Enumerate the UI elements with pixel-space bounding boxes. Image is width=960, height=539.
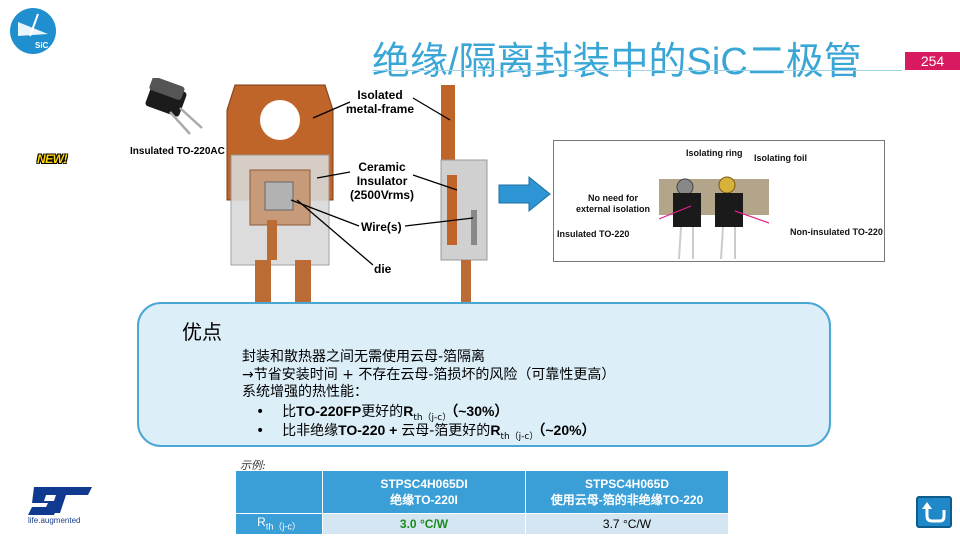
to220-cross-section-drawing xyxy=(226,84,488,305)
advantages-title: 优点 xyxy=(182,320,222,344)
new-badge: NEW! xyxy=(37,152,68,166)
return-button[interactable] xyxy=(916,496,952,528)
table-row-label: Rth（j-c） xyxy=(235,513,323,535)
bullet-dot: • xyxy=(256,423,265,439)
example-label: 示例: xyxy=(240,459,266,472)
photo-packages-image xyxy=(659,176,769,260)
return-arrow-icon xyxy=(922,502,946,523)
label-insulated-to220: Insulated TO-220 xyxy=(557,229,630,239)
sic-logo: SiC xyxy=(10,8,56,54)
table-corner-cell xyxy=(235,470,323,514)
label-non-insulated-to220: Non-insulated TO-220 xyxy=(790,227,883,237)
advantage-line-2: →节省安装时间 + 不存在云母-箔损坏的风险（可靠性更高） xyxy=(242,367,616,383)
advantages-panel xyxy=(137,302,831,447)
sic-logo-text: SiC xyxy=(35,41,49,50)
advantage-line-1: 封装和散热器之间无需使用云母-箔隔离 xyxy=(242,349,486,365)
callout-isolated-frame: Isolated metal-frame xyxy=(346,88,415,116)
advantage-bullet-1: • 比TO-220FP更好的Rth（j-c）（~30%） xyxy=(256,403,509,423)
table-row: Rth（j-c） 3.0 °C/W 3.7 °C/W xyxy=(235,513,729,535)
header-divider xyxy=(372,70,902,71)
page-title: 绝缘/隔离封装中的SiC二极管 xyxy=(372,41,862,83)
callout-die: die xyxy=(374,262,392,276)
small-package-label: Insulated TO-220AC xyxy=(130,146,225,157)
right-arrow-icon xyxy=(498,175,551,213)
callout-wires: Wire(s) xyxy=(361,220,402,234)
comparison-photo: Isolating ring Isolating foil No need fo… xyxy=(553,140,885,262)
to220-small-package-image xyxy=(145,78,203,135)
label-no-need-isolation: No need for external isolation xyxy=(576,193,651,214)
st-logo xyxy=(28,487,92,515)
table-value-insulated: 3.0 °C/W xyxy=(322,513,526,535)
advantage-bullet-2: • 比非绝缘TO-220 + 云母-箔更好的Rth（j-c）（~20%） xyxy=(256,422,596,442)
bullet-dot: • xyxy=(256,404,265,420)
st-tagline: life.augmented xyxy=(28,516,81,525)
advantage-line-3: 系统增强的热性能： xyxy=(242,384,368,400)
callout-ceramic-insulator: Ceramic Insulator (2500Vrms) xyxy=(350,160,415,202)
page-number: 254 xyxy=(905,52,960,70)
label-isolating-foil: Isolating foil xyxy=(754,153,807,163)
table-value-non-insulated: 3.7 °C/W xyxy=(525,513,729,535)
label-isolating-ring: Isolating ring xyxy=(686,148,743,158)
